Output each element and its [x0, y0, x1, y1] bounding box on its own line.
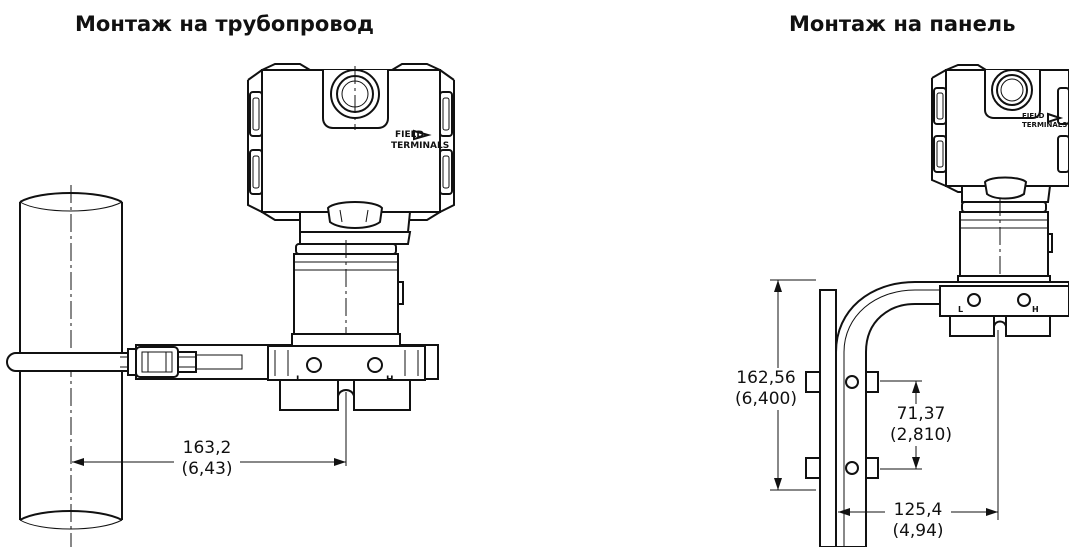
- bolt-spacing-mm: 71,37: [896, 404, 946, 424]
- panel-terminals-label: TERMINALS: [1022, 121, 1067, 129]
- panel-height-in: (6,400): [735, 389, 797, 409]
- panel-mount-drawing: FIELD TERMINALS: [770, 64, 1069, 547]
- panel-height-label: 162,56 (6,400): [729, 368, 803, 410]
- panel-height-mm: 162,56: [736, 368, 796, 388]
- panel-offset-label: 125,4 (4,94): [885, 500, 951, 542]
- panel-low-port-label: L: [958, 305, 963, 314]
- pipe-offset-in: (6,43): [181, 459, 233, 479]
- bolt-spacing-in: (2,810): [890, 425, 952, 445]
- panel-mount-title: Монтаж на панель: [789, 12, 1016, 36]
- transmitter-housing: FIELD TERMINALS: [247, 63, 455, 245]
- field-label: FIELD: [395, 130, 424, 140]
- panel-high-port-label: H: [1032, 305, 1039, 314]
- panel-offset-in: (4,94): [892, 521, 944, 541]
- panel-bolts: [805, 371, 879, 479]
- panel-bracket: [819, 281, 1069, 547]
- panel-field-label: FIELD: [1022, 112, 1045, 120]
- panel-transmitter-housing: FIELD TERMINALS: [931, 64, 1069, 203]
- pipe-mount-drawing: FIELD TERMINALS L H: [6, 63, 455, 547]
- flange: L H: [267, 345, 426, 411]
- sensor-module: [291, 240, 404, 347]
- pipe-mount-title: Монтаж на трубопровод: [75, 12, 375, 36]
- pipe-offset-mm: 163,2: [182, 438, 232, 458]
- panel-flange: L H: [939, 285, 1069, 337]
- bolt-spacing-label: 71,37 (2,810): [884, 404, 958, 446]
- panel-offset-mm: 125,4: [893, 500, 943, 520]
- terminals-label: TERMINALS: [391, 141, 449, 151]
- pipe-offset-label: 163,2 (6,43): [174, 438, 240, 480]
- u-bolt: [6, 348, 137, 376]
- panel-sensor-module: [957, 198, 1053, 290]
